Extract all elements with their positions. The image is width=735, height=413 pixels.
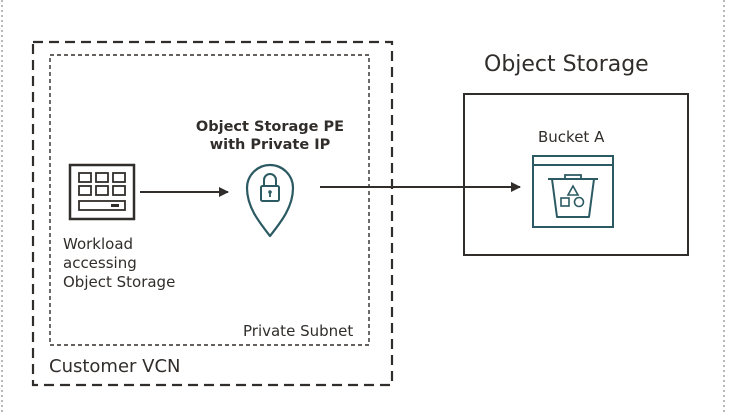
bucket-icon: [532, 155, 614, 228]
bucket-label: Bucket A: [538, 128, 605, 146]
private-subnet-label: Private Subnet: [243, 322, 354, 340]
private-subnet-box: [49, 54, 370, 346]
map-pin-lock-icon: [245, 163, 295, 238]
workload-label-line-1: Workload: [63, 235, 134, 253]
workload-label-line-2: accessing: [63, 254, 137, 272]
workload-label: Workload accessing Object Storage: [63, 235, 175, 292]
private-endpoint-label: Object Storage PE with Private IP: [180, 118, 360, 154]
customer-vcn-box: [31, 40, 394, 387]
private-endpoint-label-line-2: with Private IP: [209, 137, 331, 153]
workload-label-line-3: Object Storage: [63, 273, 176, 291]
private-endpoint-label-line-1: Object Storage PE: [195, 119, 345, 135]
object-storage-label: Object Storage: [484, 52, 649, 77]
object-storage-box: [463, 93, 689, 256]
customer-vcn-label: Customer VCN: [49, 356, 181, 377]
server-icon: [68, 163, 136, 221]
